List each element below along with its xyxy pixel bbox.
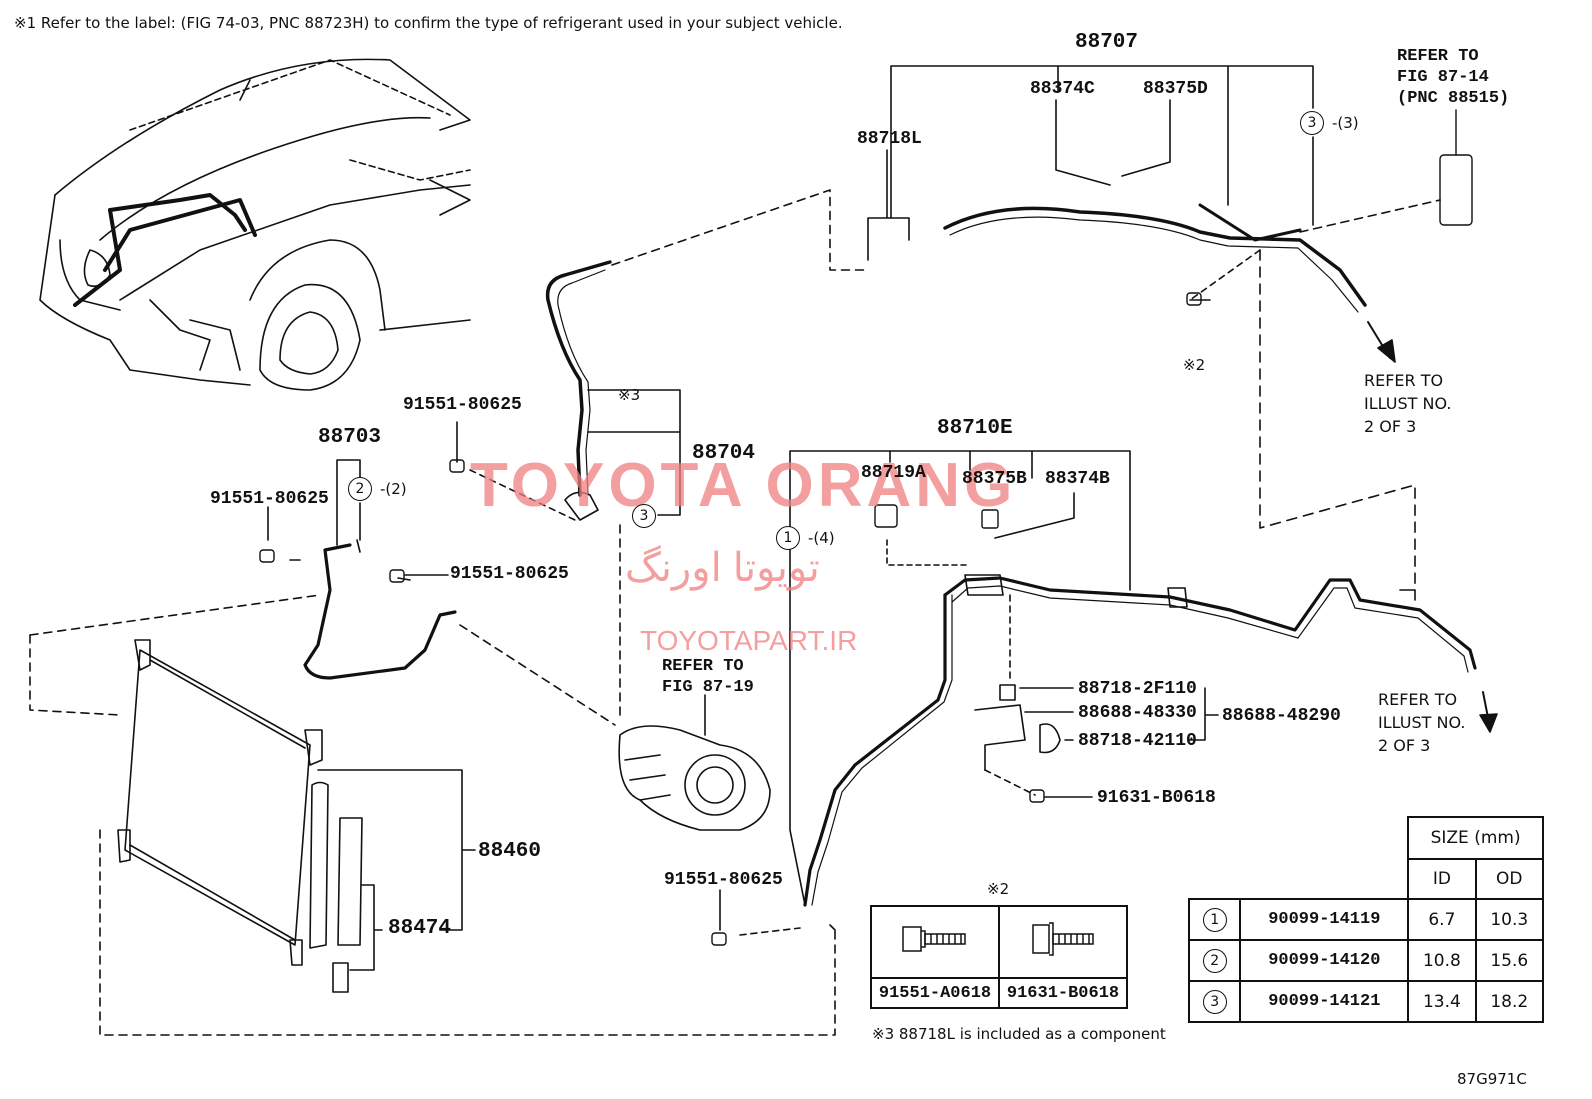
bolt-91551-80625-a: 91551-80625 [403, 395, 522, 415]
size-row: 3 90099-14121 13.4 18.2 [1187, 980, 1545, 1023]
size-row-part: 90099-14121 [1239, 980, 1410, 1023]
size-row-no: 3 [1202, 989, 1227, 1014]
part-88707: 88707 [1075, 31, 1139, 54]
part-88688-48330: 88688-48330 [1078, 703, 1197, 723]
size-row-part: 90099-14119 [1239, 898, 1410, 941]
callout-3-top-ref: -(3) [1332, 114, 1359, 132]
bolt-table: 91551-A0618 91631-B0618 [870, 905, 1128, 1009]
size-row-no: 2 [1202, 948, 1227, 973]
watermark-brand: TOYOTA ORANG [470, 451, 1017, 520]
size-row-id: 6.7 [1407, 898, 1477, 941]
part-88710E: 88710E [937, 417, 1013, 440]
refer-illust-bottom: REFER TO ILLUST NO. 2 OF 3 [1378, 690, 1466, 755]
part-88474: 88474 [388, 917, 452, 940]
callout-1-ref: -(4) [808, 529, 835, 547]
compressor-illustration [618, 694, 771, 831]
size-row: 1 90099-14119 6.7 10.3 [1187, 898, 1545, 941]
note3-mark: ※3 [618, 386, 641, 404]
size-row-id: 10.8 [1407, 939, 1477, 982]
size-row-no: 1 [1202, 907, 1227, 932]
watermark-farsi: تویوتا اورنگ [625, 546, 820, 590]
note2-mark-top: ※2 [1183, 356, 1206, 374]
refer-fig-87-19: REFER TO FIG 87-19 [662, 657, 754, 697]
callout-2-ref: -(2) [380, 480, 407, 498]
bolt-icon-cell-right [998, 905, 1128, 979]
footnote-3: ※3 88718L is included as a component [872, 1025, 1166, 1043]
part-88718-42110: 88718-42110 [1078, 731, 1197, 751]
part-88688-48290: 88688-48290 [1222, 706, 1341, 726]
bolt-91551-80625-c: 91551-80625 [450, 564, 569, 584]
callout-3-top: 3 [1300, 111, 1324, 135]
bolt-table-title: ※2 [987, 880, 1010, 898]
bolt-91551-80625-d: 91551-80625 [664, 870, 783, 890]
washer-bolt-icon [1032, 922, 1094, 956]
size-col-od: OD [1474, 858, 1545, 900]
part-88375D: 88375D [1143, 79, 1208, 99]
part-88374C: 88374C [1030, 79, 1095, 99]
size-table: SIZE (mm) ID OD 1 90099-14119 6.7 10.3 2… [1187, 816, 1545, 1023]
watermark-site: TOYOTAPART.IR [640, 625, 858, 656]
size-row-part: 90099-14120 [1239, 939, 1410, 982]
size-row-id: 13.4 [1407, 980, 1477, 1023]
figure-code: 87G971C [1457, 1070, 1527, 1088]
refer-fig-87-14: REFER TO FIG 87-14 (PNC 88515) [1397, 47, 1510, 108]
part-91631-B0618: 91631-B0618 [1097, 788, 1216, 808]
header-note: ※1 Refer to the label: (FIG 74-03, PNC 8… [14, 14, 843, 32]
part-88704: 88704 [692, 442, 756, 465]
part-88718L: 88718L [857, 129, 922, 149]
size-row-od: 18.2 [1474, 980, 1545, 1023]
bolt-91551-80625-b: 91551-80625 [210, 489, 329, 509]
part-88374B: 88374B [1045, 469, 1110, 489]
refer-illust-top: REFER TO ILLUST NO. 2 OF 3 [1364, 371, 1452, 436]
size-row-od: 10.3 [1474, 898, 1545, 941]
part-88718-2F110: 88718-2F110 [1078, 679, 1197, 699]
size-row: 2 90099-14120 10.8 15.6 [1187, 939, 1545, 982]
part-88460: 88460 [478, 840, 542, 863]
callout-3-mid: 3 [632, 504, 656, 528]
flange-bolt-icon [902, 926, 966, 952]
condenser-illustration [117, 639, 363, 993]
part-88375B: 88375B [962, 469, 1027, 489]
bolt-icon-cell-left [870, 905, 1000, 979]
bolt-right-part: 91631-B0618 [998, 977, 1128, 1009]
bolt-left-part: 91551-A0618 [870, 977, 1000, 1009]
callout-2: 2 [348, 477, 372, 501]
part-88703: 88703 [318, 426, 382, 449]
vehicle-illustration [39, 58, 471, 391]
callout-1: 1 [776, 526, 800, 550]
part-88719A: 88719A [861, 463, 926, 483]
size-row-od: 15.6 [1474, 939, 1545, 982]
size-table-title: SIZE (mm) [1407, 816, 1544, 860]
size-col-id: ID [1407, 858, 1477, 900]
